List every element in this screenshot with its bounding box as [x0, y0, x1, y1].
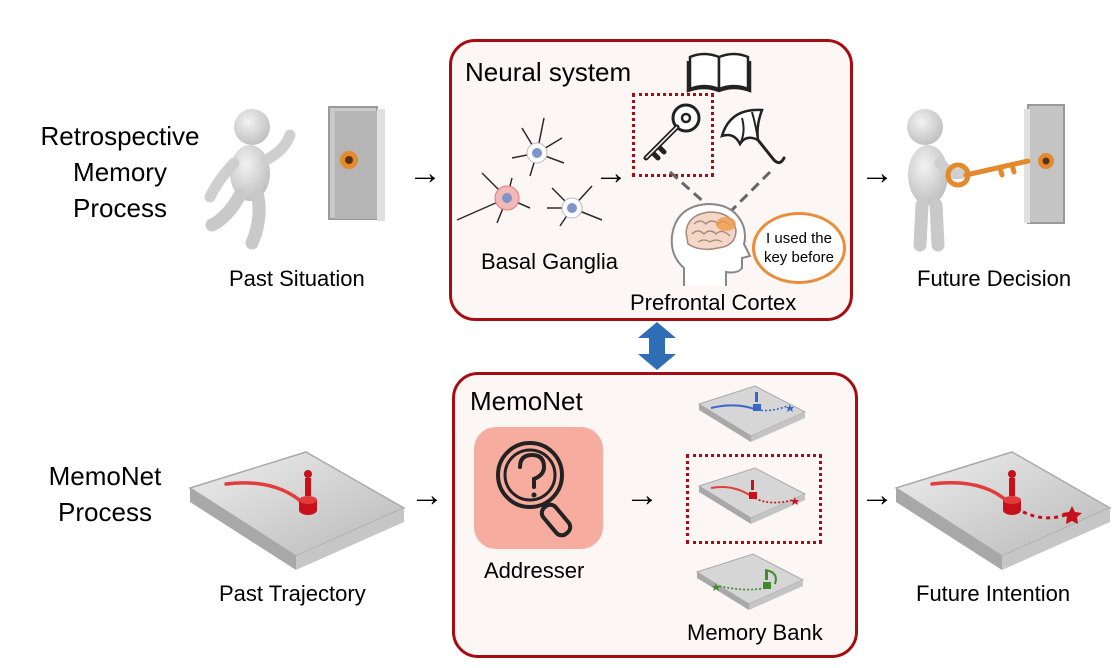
memory-bank-label: Memory Bank: [687, 620, 823, 645]
selected-memory-box: [686, 454, 822, 544]
addresser-tile: [474, 427, 603, 549]
arrow-icon: →: [625, 476, 659, 514]
double-arrow-icon: [638, 322, 676, 370]
bubble-line: I used the: [766, 230, 832, 247]
arrow-icon: →: [860, 154, 894, 192]
umbrella-icon: [720, 108, 786, 165]
arrow-icon: →: [594, 154, 628, 192]
key-icon: [643, 103, 701, 161]
title-line: MemoNet: [48, 461, 162, 491]
arrow-icon: →: [410, 476, 444, 514]
title-line: Process: [58, 497, 152, 527]
door-icon: [328, 106, 385, 221]
brain-head-icon: [670, 202, 752, 286]
future-decision-label: Future Decision: [917, 266, 1072, 291]
book-icon: [686, 52, 752, 93]
neural-system-title: Neural system: [465, 57, 632, 87]
retrospective-memory-title: Retrospective Memory Process: [30, 118, 210, 226]
memonet-process-title: MemoNet Process: [30, 458, 180, 530]
title-line: Memory: [73, 157, 167, 187]
bubble-line: key before: [763, 249, 835, 266]
basal-ganglia-label: Basal Ganglia: [481, 249, 618, 274]
memonet-title: MemoNet: [470, 386, 583, 416]
title-line: Retrospective: [40, 121, 200, 151]
trajectory-tablet-icon: [697, 385, 807, 442]
title-line: Process: [73, 193, 167, 223]
person-walking-icon: [204, 109, 296, 250]
addresser-label: Addresser: [484, 558, 585, 583]
neuron-icon: [456, 117, 603, 227]
trajectory-tablet-icon: [697, 467, 807, 524]
trajectory-tablet-icon: [188, 451, 406, 570]
trajectory-tablet-icon: [695, 553, 805, 610]
future-intention-label: Future Intention: [916, 581, 1071, 606]
prefrontal-cortex-label: Prefrontal Cortex: [630, 290, 797, 315]
past-trajectory-label: Past Trajectory: [219, 581, 366, 606]
speech-bubble-icon: I used the key before: [752, 212, 846, 284]
arrow-icon: →: [408, 154, 442, 192]
past-situation-label: Past Situation: [229, 266, 365, 291]
person-opening-door-icon: [907, 104, 1065, 252]
arrow-icon: →: [860, 476, 894, 514]
trajectory-tablet-icon: [894, 451, 1112, 570]
magnifier-question-icon: [496, 441, 573, 538]
